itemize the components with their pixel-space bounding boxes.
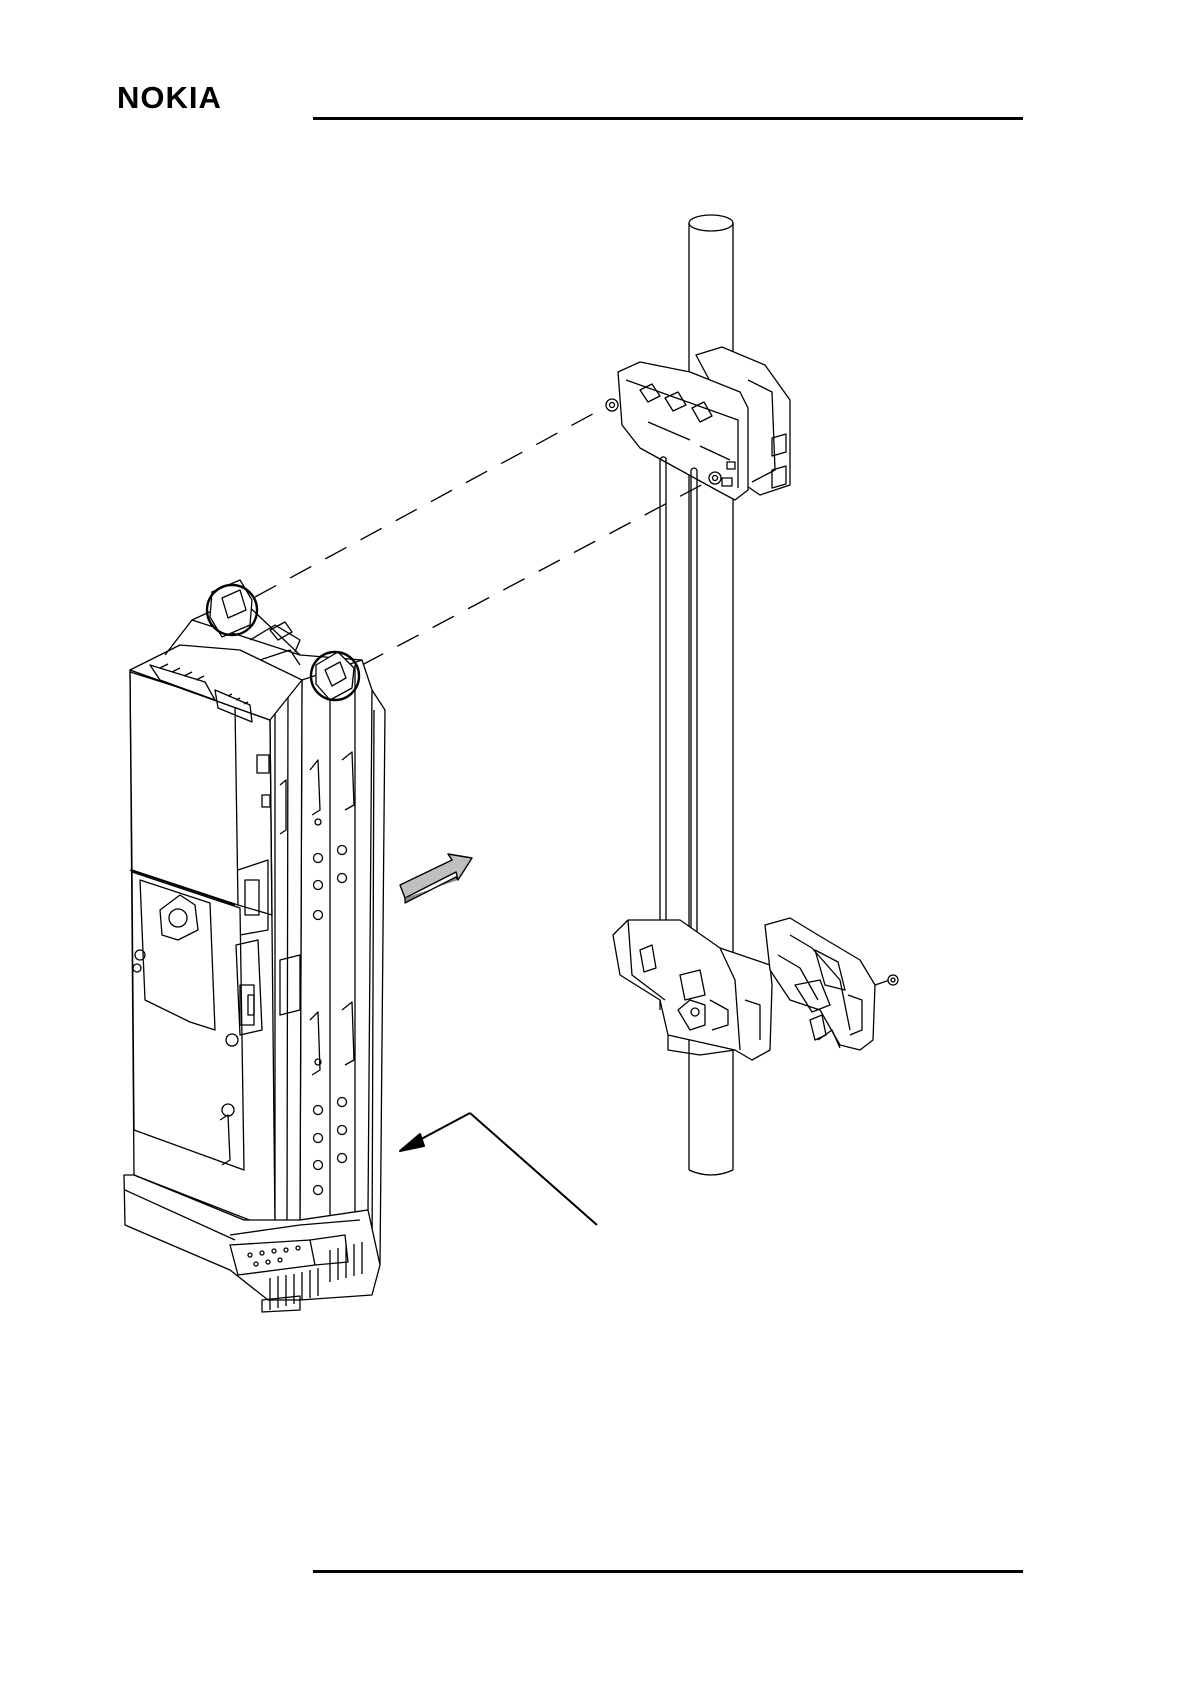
lower-pole-bracket <box>613 920 772 1060</box>
detached-pole-clamp <box>765 918 898 1050</box>
upper-pole-bracket <box>606 347 790 500</box>
callout-arrow-icon <box>400 1113 597 1225</box>
alignment-guide-lines <box>255 410 705 665</box>
push-arrow-icon <box>400 854 472 903</box>
base-station-cabinet <box>124 580 385 1312</box>
footer-rule <box>313 1570 1023 1573</box>
